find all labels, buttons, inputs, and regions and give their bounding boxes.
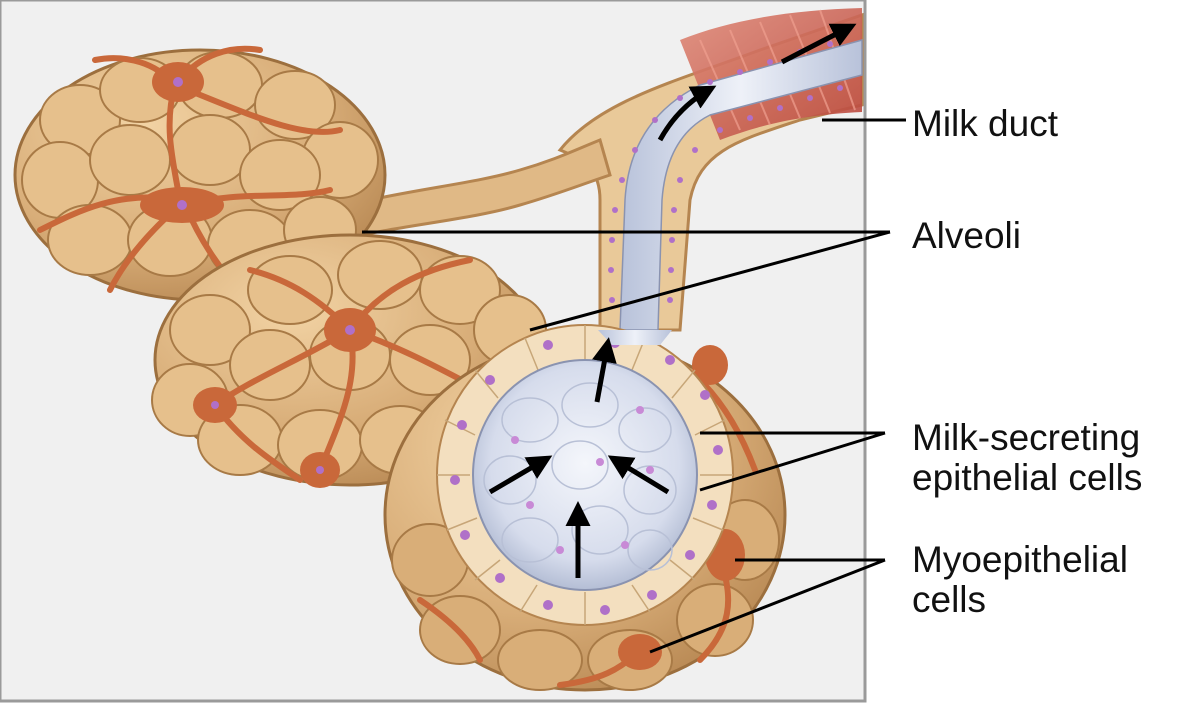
label-milk-secreting-line1: Milk-secreting [912, 418, 1142, 458]
label-milk-secreting-line2: epithelial cells [912, 458, 1142, 498]
label-milk-secreting-epithelial-cells: Milk-secreting epithelial cells [912, 418, 1142, 498]
label-myoepithelial-line2: cells [912, 580, 1128, 620]
label-milk-duct: Milk duct [912, 104, 1058, 144]
label-myoepithelial-line1: Myoepithelial [912, 540, 1128, 580]
myoepithelial-cell [618, 634, 662, 670]
label-alveoli: Alveoli [912, 216, 1021, 256]
alveolar-lumen [473, 360, 697, 590]
label-milk-duct-text: Milk duct [912, 103, 1058, 144]
label-myoepithelial-cells: Myoepithelial cells [912, 540, 1128, 620]
label-alveoli-text: Alveoli [912, 215, 1021, 256]
